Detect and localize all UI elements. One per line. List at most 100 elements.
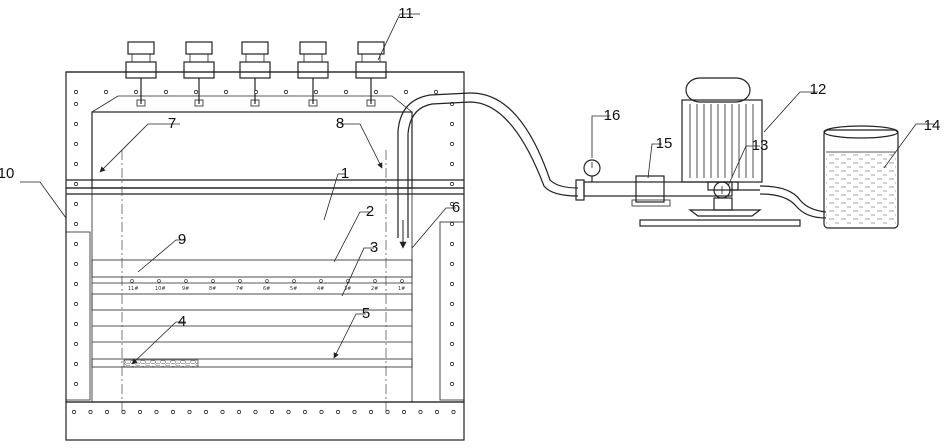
bolt-hole — [74, 102, 77, 105]
tank-base — [66, 402, 464, 440]
bolt-hole — [188, 410, 191, 413]
bolt-hole — [435, 410, 438, 413]
sensor-point — [212, 280, 215, 283]
bolt-hole — [74, 162, 77, 165]
bolt-hole — [237, 410, 240, 413]
bolt-hole — [386, 410, 389, 413]
bolt-hole — [450, 242, 453, 245]
bolt-hole — [452, 410, 455, 413]
bolt-hole — [74, 122, 77, 125]
callout-label-14: 14 — [924, 117, 941, 134]
bolt-hole — [74, 222, 77, 225]
bolt-hole — [450, 382, 453, 385]
bolt-hole — [171, 410, 174, 413]
bolt-hole — [450, 162, 453, 165]
bolt-hole — [450, 222, 453, 225]
bolt-hole — [450, 182, 453, 185]
bolt-hole — [74, 182, 77, 185]
bolt-hole — [450, 362, 453, 365]
leader-line — [412, 208, 456, 248]
bolt-hole — [450, 262, 453, 265]
bolt-hole — [122, 410, 125, 413]
leader-line — [764, 92, 818, 132]
bolt-hole — [369, 410, 372, 413]
bolt-hole — [74, 142, 77, 145]
bolt-hole — [74, 262, 77, 265]
bolt-hole — [155, 410, 158, 413]
bolt-hole — [89, 410, 92, 413]
leader-line — [334, 212, 370, 262]
sensor-point — [374, 280, 377, 283]
pump — [640, 78, 826, 226]
bolt-hole — [74, 282, 77, 285]
sensor-point — [131, 280, 134, 283]
callout-label-11: 11 — [398, 5, 414, 22]
bolt-hole — [374, 90, 377, 93]
sensor-label: 4# — [317, 286, 324, 292]
bolt-hole — [164, 90, 167, 93]
bolt-hole — [138, 410, 141, 413]
bolt-hole — [74, 362, 77, 365]
bolt-hole — [105, 410, 108, 413]
bolt-hole — [450, 302, 453, 305]
bolt-hole — [74, 382, 77, 385]
sensor-label: 6# — [263, 286, 270, 292]
bolt-hole — [224, 90, 227, 93]
bolt-hole — [303, 410, 306, 413]
bolt-hole — [74, 90, 77, 93]
bolt-hole — [254, 410, 257, 413]
water-tank — [824, 126, 898, 228]
sensor-label: 7# — [236, 286, 243, 292]
bolt-hole — [450, 322, 453, 325]
sensor-point — [401, 280, 404, 283]
callout-label-13: 13 — [752, 137, 769, 154]
bolt-hole — [284, 90, 287, 93]
bolt-hole — [450, 342, 453, 345]
bolt-hole — [353, 410, 356, 413]
bolt-hole — [450, 122, 453, 125]
leader-line — [340, 124, 382, 168]
callout-label-10: 10 — [0, 165, 14, 182]
bolt-hole — [74, 302, 77, 305]
bolt-hole — [221, 410, 224, 413]
callout-label-12: 12 — [810, 81, 827, 98]
bolt-hole — [74, 242, 77, 245]
bolt-hole — [404, 90, 407, 93]
sensor-label: 2# — [371, 286, 378, 292]
bolt-hole — [450, 282, 453, 285]
bolt-hole — [450, 142, 453, 145]
bolt-hole — [74, 202, 77, 205]
bolt-hole — [134, 90, 137, 93]
sensor-label: 1# — [398, 286, 405, 292]
sensor-point — [320, 280, 323, 283]
callout-label-15: 15 — [656, 135, 673, 152]
callout-label-16: 16 — [604, 107, 621, 124]
bolt-hole — [194, 90, 197, 93]
bolt-hole — [419, 410, 422, 413]
sensor-point — [293, 280, 296, 283]
callout-label-3: 3 — [370, 239, 378, 256]
leader-line — [20, 182, 66, 218]
sensor-label: 5# — [290, 286, 297, 292]
sensor-point — [239, 280, 242, 283]
callout-label-8: 8 — [336, 115, 344, 132]
bolt-hole — [270, 410, 273, 413]
sensor-label: 9# — [182, 286, 189, 292]
bolt-hole — [104, 90, 107, 93]
callout-label-9: 9 — [178, 231, 186, 248]
sensor-point — [266, 280, 269, 283]
tank-top-frame — [66, 72, 464, 188]
gravel-layer — [92, 260, 412, 277]
callout-leaders — [20, 14, 934, 364]
bolt-hole — [74, 322, 77, 325]
callout-label-5: 5 — [362, 305, 370, 322]
bolt-hole — [434, 90, 437, 93]
sensor-point — [158, 280, 161, 283]
callout-label-6: 6 — [452, 199, 460, 216]
sensor-point — [185, 280, 188, 283]
sensor-row: 11#10#9#8#7#6#5#4#3#2#1# — [128, 280, 405, 292]
sensor-label: 10# — [155, 286, 166, 292]
callout-label-7: 7 — [168, 115, 176, 132]
bolt-hole — [74, 342, 77, 345]
